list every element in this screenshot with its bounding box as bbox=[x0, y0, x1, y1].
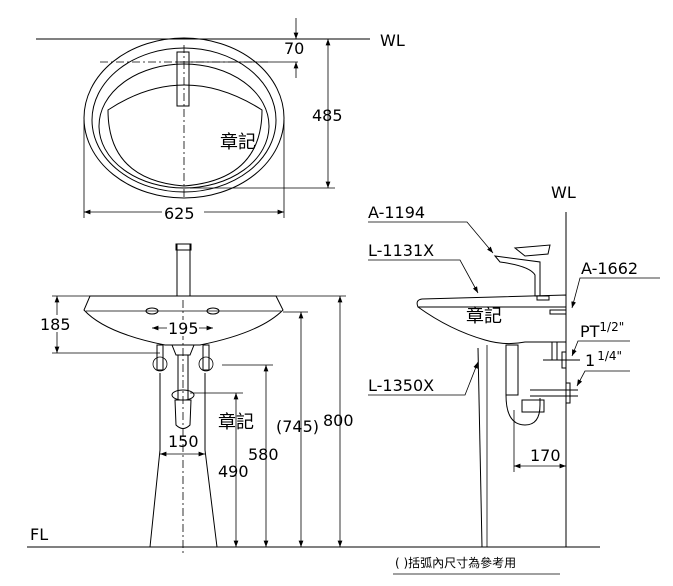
dim-hole-spacing: 195 bbox=[168, 319, 199, 338]
label-basin-part: L-1131X bbox=[368, 241, 434, 260]
dim-trap-height: 490 bbox=[218, 462, 249, 481]
side-view: WL 章記 A-1194 L-1131X L-1350X A-1662 bbox=[360, 183, 660, 548]
footnote: ( )括弧內尺寸為參考用 bbox=[395, 555, 516, 570]
basin-outer-outline bbox=[83, 37, 285, 199]
label-pedestal-part: L-1350X bbox=[368, 376, 434, 395]
wl-label-top: WL bbox=[380, 31, 405, 50]
wl-label-side: WL bbox=[551, 183, 576, 202]
pedestal-front-outline bbox=[149, 373, 218, 548]
stamp-top: 章記 bbox=[220, 132, 256, 153]
dim-faucet-offset: 70 bbox=[284, 39, 304, 58]
dim-supply-height: 580 bbox=[248, 445, 279, 464]
basin-front-outline bbox=[83, 295, 284, 346]
pedestal-side-outline bbox=[477, 347, 483, 548]
label-overflow-part: A-1662 bbox=[581, 259, 638, 278]
dim-total-height: 800 bbox=[323, 411, 354, 430]
basin-side-outline bbox=[416, 294, 567, 345]
label-supply-pt: PT1/2" bbox=[580, 320, 624, 341]
dim-depth: 485 bbox=[312, 106, 343, 125]
label-faucet-part: A-1194 bbox=[368, 203, 425, 222]
dim-basin-height: 185 bbox=[40, 315, 71, 334]
stamp-side: 章記 bbox=[466, 306, 502, 327]
fl-label: FL bbox=[30, 525, 48, 544]
faucet-side-icon bbox=[493, 244, 551, 297]
overflow-fitting bbox=[549, 309, 567, 315]
dim-rim-height-ref: (745) bbox=[276, 417, 319, 436]
dim-pedestal-width: 150 bbox=[168, 432, 199, 451]
dim-wall-offset: 170 bbox=[530, 446, 561, 465]
front-view: FL 章記 185 195 150 bbox=[27, 243, 360, 555]
top-view: WL 章記 70 485 625 bbox=[36, 18, 405, 223]
faucet-front-icon bbox=[176, 243, 191, 297]
faucet-top-icon bbox=[176, 51, 190, 107]
dim-width: 625 bbox=[164, 204, 195, 223]
